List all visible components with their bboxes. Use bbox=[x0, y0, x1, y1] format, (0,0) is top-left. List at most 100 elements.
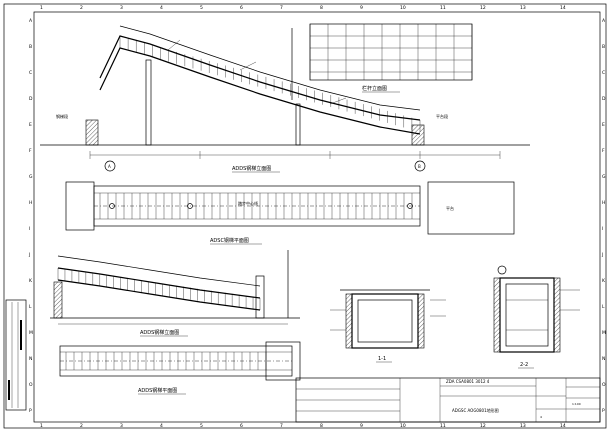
drawing-sheet: 4 bbox=[540, 415, 542, 419]
grid-label-top: 12 bbox=[480, 423, 486, 429]
section-2-2: 2-2 bbox=[493, 265, 580, 369]
axis-a: A bbox=[108, 164, 111, 169]
grid-label-side: O bbox=[602, 382, 606, 388]
grid-label-side: J bbox=[28, 252, 30, 258]
grid-label-side: F bbox=[602, 148, 605, 154]
support-column-mid bbox=[295, 103, 301, 146]
axis-b: B bbox=[418, 164, 421, 169]
grid-label-top: 6 bbox=[240, 5, 243, 11]
stair-plan-view-2: ADDS钢梯平面图 bbox=[59, 341, 301, 395]
grid-label-top: 1 bbox=[40, 423, 43, 429]
grid-label-top: 9 bbox=[360, 423, 363, 429]
grid-label-side: G bbox=[602, 174, 606, 180]
grid-label-top: 8 bbox=[320, 5, 323, 11]
grid-label-top: 14 bbox=[560, 423, 566, 429]
stair-treads bbox=[119, 36, 421, 132]
grid-label-side: C bbox=[29, 70, 32, 76]
grid-label-top: 8 bbox=[320, 423, 323, 429]
drawing-scale: 1:100 bbox=[572, 402, 581, 406]
grid-side: A A B B C C D D E E F F G G H H I I J J K K L L M M N N O O P P bbox=[28, 18, 606, 414]
inner-frame bbox=[33, 11, 601, 423]
grid-label-top: 5 bbox=[200, 423, 203, 429]
section1-title: 1-1 bbox=[378, 356, 386, 362]
foundation-left bbox=[85, 119, 99, 146]
grid-label-top: 7 bbox=[280, 5, 283, 11]
grid-label-side: P bbox=[602, 408, 605, 414]
railing-detail-view: 栏杆立面图 bbox=[309, 23, 473, 93]
left-note: 钢梯段 bbox=[56, 113, 68, 119]
support-column-left bbox=[145, 59, 152, 146]
grid-label-top: 1 bbox=[40, 5, 43, 11]
grid-label-side: J bbox=[601, 252, 603, 258]
railing-posts bbox=[309, 24, 473, 80]
grid-label-top: 7 bbox=[280, 423, 283, 429]
grid-label-side: P bbox=[29, 408, 32, 414]
foundation-right bbox=[411, 124, 425, 146]
plan-title: ADSC钢梯平面图 bbox=[210, 237, 249, 244]
grid-label-side: D bbox=[29, 96, 33, 102]
grid-label-top: 4 bbox=[160, 423, 163, 429]
grid-label-side: O bbox=[29, 382, 33, 388]
grid-label-side: D bbox=[602, 96, 606, 102]
grid-label-side: E bbox=[602, 122, 605, 128]
railing-title: 栏杆立面图 bbox=[362, 85, 387, 92]
grid-label-top: 9 bbox=[360, 5, 363, 11]
grid-label-side: H bbox=[29, 200, 32, 206]
grid-label-top: 10 bbox=[400, 5, 406, 11]
grid-label-side: A bbox=[29, 18, 33, 24]
grid-label-side: C bbox=[602, 70, 605, 76]
grid-label-top: 12 bbox=[480, 5, 486, 11]
outer-frame bbox=[3, 3, 607, 429]
section2-title: 2-2 bbox=[520, 362, 528, 368]
grid-label-side: H bbox=[602, 200, 605, 206]
grid-label-side: M bbox=[602, 330, 606, 336]
grid-label-side: B bbox=[602, 44, 605, 50]
grid-label-top: 11 bbox=[440, 5, 446, 11]
section-1-1: 1-1 bbox=[330, 289, 446, 363]
grid-label-side: F bbox=[29, 148, 32, 154]
grid-label-top: 13 bbox=[520, 5, 526, 11]
grid-label-side: N bbox=[29, 356, 32, 362]
grid-label-side: K bbox=[602, 278, 606, 284]
grid-label-top: 2 bbox=[80, 423, 83, 429]
plan2-treads bbox=[65, 352, 267, 370]
plan-treads bbox=[99, 193, 413, 219]
grid-label-top: 3 bbox=[120, 423, 123, 429]
stair-treads-2 bbox=[57, 268, 261, 310]
elevation2-title: ADDS钢梯立面图 bbox=[140, 329, 179, 336]
stair-plan-view: 踏步中心线 平台 ADSC钢梯平面图 bbox=[65, 181, 515, 245]
grid-label-top: 4 bbox=[160, 5, 163, 11]
grid-label-side: L bbox=[29, 304, 32, 310]
elevation-title: ADDS钢梯立面图 bbox=[232, 165, 271, 172]
left-stamp-column bbox=[5, 299, 27, 411]
grid-label-side: M bbox=[29, 330, 33, 336]
grid-label-side: I bbox=[602, 226, 603, 232]
grid-label-side: N bbox=[602, 356, 605, 362]
plan2-title: ADDS钢梯平面图 bbox=[138, 387, 177, 394]
grid-label-top: 10 bbox=[400, 423, 406, 429]
grid-label-top: 5 bbox=[200, 5, 203, 11]
grid-label-side: G bbox=[29, 174, 33, 180]
stair-elevation-view: A B 钢梯段 平台段 ADDS钢梯立面图 bbox=[40, 25, 530, 173]
right-note: 平台段 bbox=[436, 113, 448, 119]
grid-label-side: L bbox=[602, 304, 605, 310]
grid-label-side: E bbox=[29, 122, 32, 128]
grid-label-top: 6 bbox=[240, 423, 243, 429]
grid-label-top: 14 bbox=[560, 5, 566, 11]
grid-label-side: I bbox=[29, 226, 30, 232]
grid-label-side: A bbox=[602, 18, 606, 24]
plan-platform-note: 平台 bbox=[446, 205, 454, 211]
plan-centerline-note: 踏步中心线 bbox=[238, 200, 258, 206]
grid-label-side: B bbox=[29, 44, 32, 50]
grid-label-top: 13 bbox=[520, 423, 526, 429]
stair-elevation-view-2: ADDS钢梯立面图 bbox=[50, 250, 300, 337]
grid-label-top: 11 bbox=[440, 423, 446, 429]
grid-label-top: 2 bbox=[80, 5, 83, 11]
title-block: ZDA CSA0801 3012 4 ADGSC AOG0801地形图 1:10… bbox=[295, 377, 601, 423]
drawing-number: ZDA CSA0801 3012 4 bbox=[446, 379, 490, 384]
grid-label-side: K bbox=[29, 278, 33, 284]
grid-label-top: 3 bbox=[120, 5, 123, 11]
drawing-title: ADGSC AOG0801地形图 bbox=[452, 407, 499, 413]
